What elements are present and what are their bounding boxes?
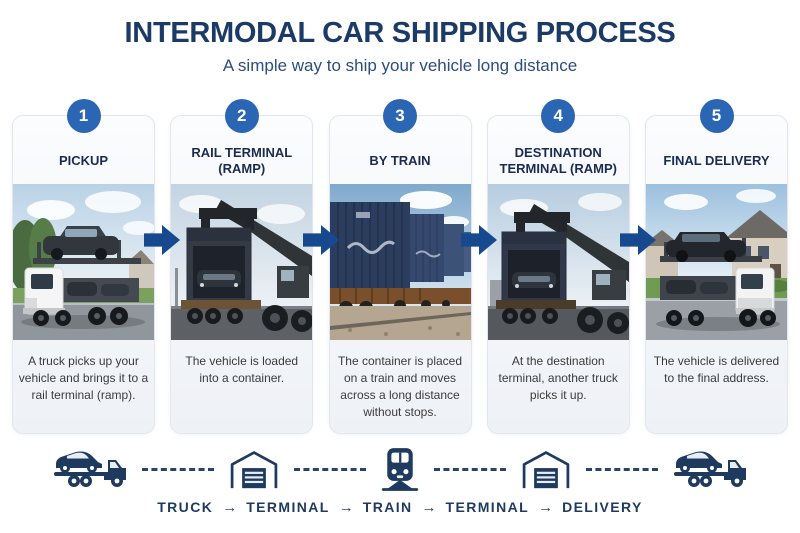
step-photo-final-delivery (646, 184, 787, 340)
mode-label-delivery: DELIVERY (562, 499, 643, 515)
arrow-separator: → (222, 499, 238, 516)
step-number-badge: 4 (541, 99, 576, 133)
arrow-separator: → (421, 499, 437, 516)
step-title: DESTINATION TERMINAL (RAMP) (499, 144, 617, 176)
car-carrier-truck-icon (674, 451, 746, 487)
dashed-connector (294, 467, 366, 471)
steps-row: 1 PICKUP (12, 99, 788, 434)
arrow-separator: → (338, 499, 354, 516)
dashed-connector (142, 467, 214, 471)
arrow-separator: → (538, 499, 554, 516)
reachstacker-unloading-photo (487, 184, 629, 340)
step-card-pickup: 1 PICKUP (12, 99, 155, 434)
step-photo-destination-terminal (487, 184, 629, 340)
mode-sequence: TRUCK → TERMINAL → TRAIN → TERMINAL → DELIVERY (0, 499, 800, 516)
car-carrier-truck-icon (54, 451, 126, 487)
step-number-badge: 1 (66, 99, 101, 133)
car-hauler-truck-photo (13, 184, 154, 340)
step-card-rail-terminal: 2 RAIL TERMINAL (RAMP) (170, 99, 314, 434)
step-card-by-train: 3 BY TRAIN (328, 99, 472, 434)
step-number-badge: 2 (224, 99, 259, 133)
terminal-building-icon (230, 451, 278, 489)
step-number-badge: 3 (383, 99, 417, 133)
step-title: BY TRAIN (369, 152, 431, 168)
container-train-photo (329, 184, 471, 340)
step-description: At the destination terminal, another tru… (498, 354, 618, 403)
terminal-building-icon (522, 451, 570, 489)
mode-label-terminal: TERMINAL (246, 499, 330, 515)
step-card-destination-terminal: 4 DESTINATION TERMINAL (RAMP) (486, 99, 630, 434)
dashed-connector (586, 467, 658, 471)
page-subtitle: A simple way to ship your vehicle long d… (222, 56, 578, 75)
mode-label-terminal2: TERMINAL (445, 499, 530, 515)
reachstacker-loading-photo (171, 184, 313, 340)
delivery-truck-residential-photo (646, 184, 787, 340)
mode-label-train: TRAIN (362, 499, 413, 515)
step-title: FINAL DELIVERY (663, 152, 770, 168)
step-photo-pickup (13, 184, 154, 340)
step-card-final-delivery: 5 FINAL DELIVERY (645, 99, 788, 434)
page-title: INTERMODAL CAR SHIPPING PROCESS (124, 17, 676, 49)
step-description: The vehicle is delivered to the final ad… (653, 354, 780, 386)
step-photo-train (329, 184, 471, 340)
step-title: RAIL TERMINAL (RAMP) (191, 144, 293, 176)
step-photo-rail-terminal (171, 184, 313, 340)
step-number-badge: 5 (699, 99, 734, 133)
dashed-connector (434, 467, 506, 471)
step-description: The container is placed on a train and m… (337, 354, 463, 420)
step-title: PICKUP (58, 152, 109, 168)
timeline-icons-row (0, 443, 800, 495)
step-description: The vehicle is loaded into a container. (185, 354, 299, 386)
train-icon (381, 448, 419, 491)
mode-label-truck: TRUCK (157, 499, 214, 515)
step-description: A truck picks up your vehicle and brings… (18, 354, 149, 403)
